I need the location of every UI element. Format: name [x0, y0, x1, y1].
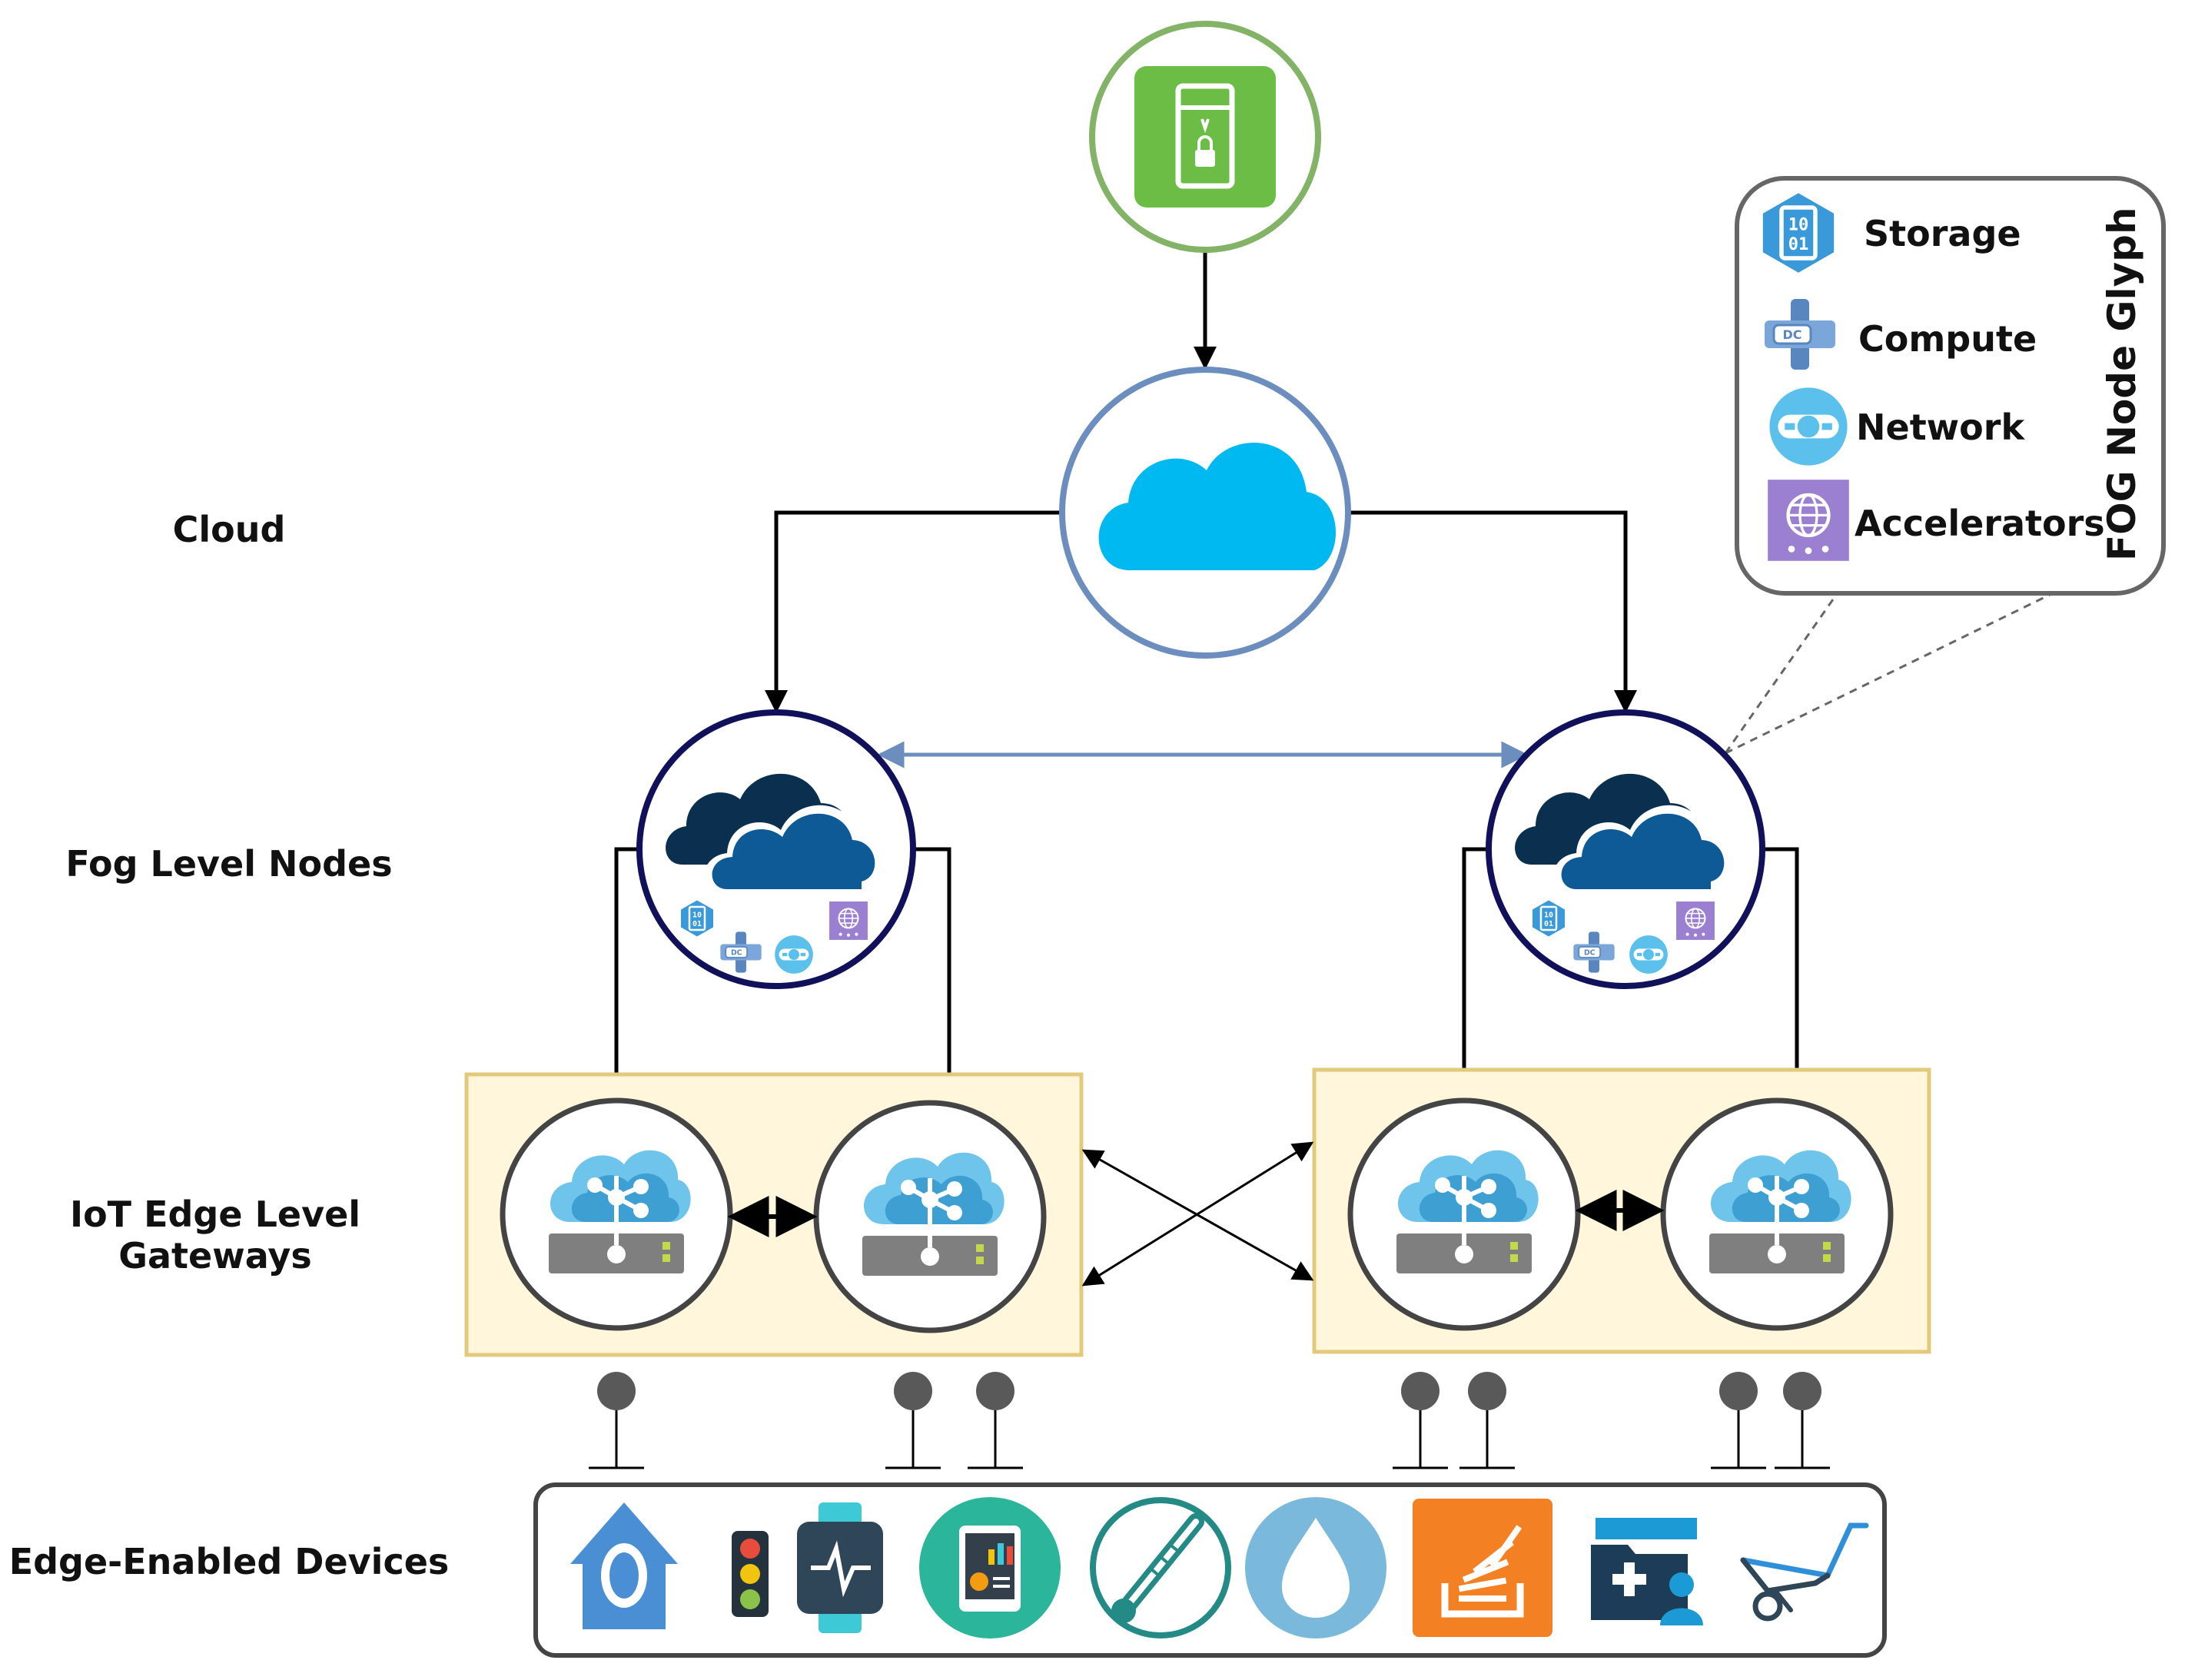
secure-server-node[interactable]: [1089, 21, 1321, 253]
gateway-node-4[interactable]: [1660, 1097, 1894, 1331]
thermometer-icon[interactable]: [1090, 1497, 1231, 1638]
fog-node-right[interactable]: [1486, 709, 1765, 989]
legend-storage-label: Storage: [1864, 213, 2021, 254]
legend-compute-label: Compute: [1858, 318, 2037, 360]
fog-level-label: Fog Level Nodes: [65, 843, 392, 885]
sensor-connectors: [589, 1372, 1830, 1469]
gateway-node-2[interactable]: [813, 1100, 1047, 1333]
legend-title: FOG Node Glyph: [2100, 207, 2144, 561]
secure-server-icon: [1134, 66, 1276, 208]
sensor-pin: [968, 1372, 1023, 1469]
gateway-level-label-line2: Gateways: [118, 1235, 311, 1277]
stack-icon[interactable]: [1413, 1499, 1552, 1637]
legend-network-label: Network: [1856, 407, 2025, 448]
legend-accelerators-label: Accelerators: [1855, 503, 2105, 544]
sensor-pin: [1711, 1372, 1766, 1469]
network-icon: [775, 935, 813, 974]
sensor-pin: [1459, 1372, 1515, 1469]
accelerators-icon: [829, 901, 868, 941]
network-icon: [1769, 387, 1848, 466]
accelerators-icon: [1675, 901, 1715, 941]
gateway-level-label-line1: IoT Edge Level: [70, 1194, 360, 1235]
sensor-pin: [1775, 1372, 1830, 1469]
gateway-node-3[interactable]: [1347, 1097, 1581, 1331]
gateway-node-1[interactable]: [500, 1097, 733, 1331]
sensor-pin: [885, 1372, 941, 1469]
fog-node-left[interactable]: [636, 709, 916, 989]
connectors: [614, 250, 2057, 1105]
water-drop-icon[interactable]: [1245, 1497, 1386, 1638]
devices-row: [570, 1497, 1869, 1638]
sensor-pin: [1393, 1372, 1448, 1469]
tablet-dashboard-icon[interactable]: [919, 1497, 1061, 1638]
wheelbarrow-icon[interactable]: [1740, 1522, 1869, 1622]
network-icon: [1629, 935, 1668, 974]
cloud-node[interactable]: [1059, 367, 1351, 659]
smart-home-icon[interactable]: [570, 1502, 678, 1629]
medical-records-icon[interactable]: [1591, 1518, 1703, 1625]
traffic-light-icon[interactable]: [732, 1531, 769, 1617]
accelerators-icon: [1768, 480, 1849, 561]
cloud-level-label: Cloud: [173, 509, 286, 550]
gateway-cross-links: [1081, 1141, 1314, 1287]
cloud-icon: [1098, 442, 1337, 570]
devices-level-label: Edge-Enabled Devices: [9, 1541, 450, 1582]
smartwatch-icon[interactable]: [797, 1502, 883, 1633]
fog-node-glyph-legend: FOG Node Glyph Storage Compute Network A…: [1735, 176, 2166, 596]
sensor-pin: [589, 1372, 644, 1469]
